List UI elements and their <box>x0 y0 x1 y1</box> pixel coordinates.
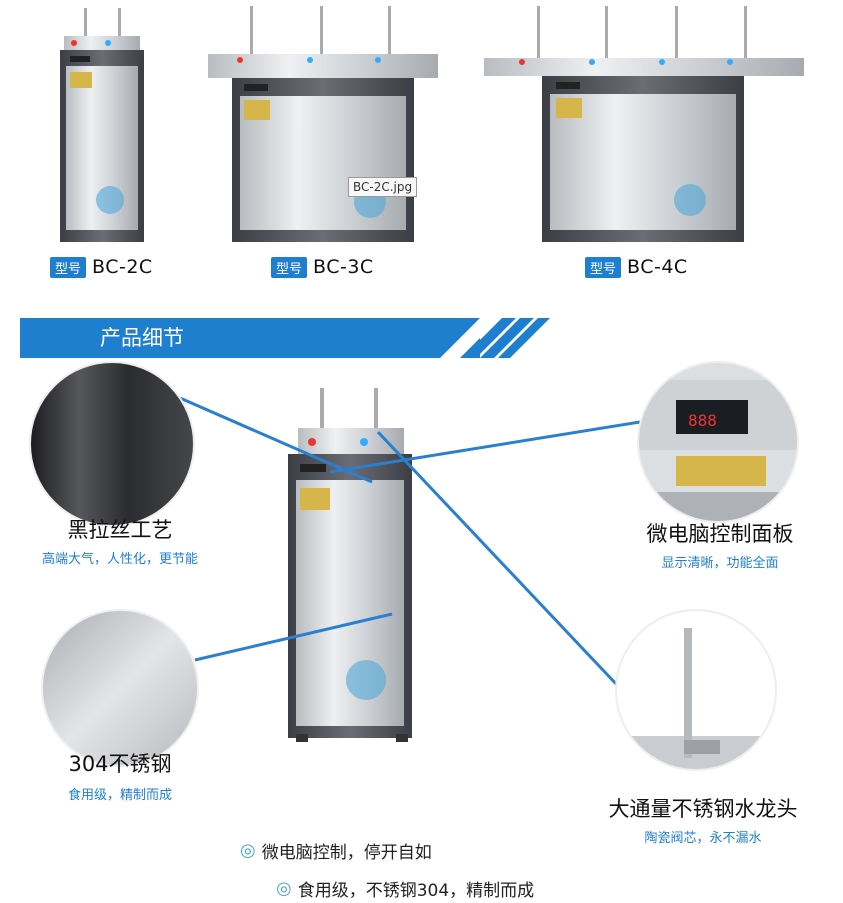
dispenser-center <box>288 388 412 742</box>
stainless-circle <box>41 609 199 767</box>
dispenser-bc-4c <box>484 6 804 242</box>
dispenser-bc-2c <box>60 8 144 242</box>
connector-line <box>329 420 641 474</box>
feature-faucet: 大通量不锈钢水龙头 陶瓷阀芯，永不漏水 <box>588 793 818 846</box>
feature-title: 304不锈钢 <box>68 752 172 776</box>
image-tooltip: BC-2C.jpg <box>348 177 418 197</box>
product-images <box>60 6 804 242</box>
feature-panel: 微电脑控制面板 显示清晰，功能全面 <box>620 518 820 571</box>
connector-line <box>194 612 393 662</box>
section-title: 产品细节 <box>100 326 184 350</box>
feature-black-brushed: 黑拉丝工艺 高端大气，人性化，更节能 <box>20 514 220 567</box>
model-label-bc-2c: 型号 BC-2C <box>50 256 153 278</box>
model-label-bc-3c: 型号 BC-3C <box>271 256 374 278</box>
feature-title: 微电脑控制面板 <box>646 522 794 546</box>
model-name: BC-4C <box>627 256 688 278</box>
panel-circle: 888 <box>637 361 799 523</box>
connector-line <box>376 430 620 688</box>
feature-title: 大通量不锈钢水龙头 <box>608 797 798 821</box>
connector-line <box>179 396 373 484</box>
detail-diagram: 888 <box>29 361 799 771</box>
model-tag: 型号 <box>271 256 308 278</box>
feature-stainless: 304不锈钢 食用级，精制而成 <box>20 748 220 803</box>
black-brushed-circle <box>29 361 195 527</box>
panel-display: 888 <box>688 411 717 430</box>
banner-stripes <box>440 318 550 358</box>
bullet-line: ◎ 微电脑控制，停开自如 <box>240 838 432 863</box>
feature-subtitle: 食用级，精制而成 <box>67 788 172 803</box>
model-tag: 型号 <box>585 256 622 278</box>
faucet-circle <box>615 609 777 771</box>
feature-title: 黑拉丝工艺 <box>67 518 173 542</box>
section-banner: 产品细节 <box>20 318 480 358</box>
bullet-circle-icon: ◎ <box>240 840 256 861</box>
model-name: BC-3C <box>313 256 374 278</box>
feature-subtitle: 陶瓷阀芯，永不漏水 <box>644 831 762 846</box>
feature-subtitle: 显示清晰，功能全面 <box>661 556 779 571</box>
model-name: BC-2C <box>92 256 153 278</box>
model-tag: 型号 <box>50 256 87 278</box>
bullet-line: ◎ 食用级，不锈钢304，精制而成 <box>276 876 534 901</box>
dispenser-bc-3c <box>208 6 438 242</box>
model-label-bc-4c: 型号 BC-4C <box>585 256 688 278</box>
feature-subtitle: 高端大气，人性化，更节能 <box>41 552 198 567</box>
bullet-circle-icon: ◎ <box>276 878 292 899</box>
bullet-text: 微电脑控制，停开自如 <box>261 843 432 863</box>
bullet-text: 食用级，不锈钢304，精制而成 <box>297 881 535 901</box>
